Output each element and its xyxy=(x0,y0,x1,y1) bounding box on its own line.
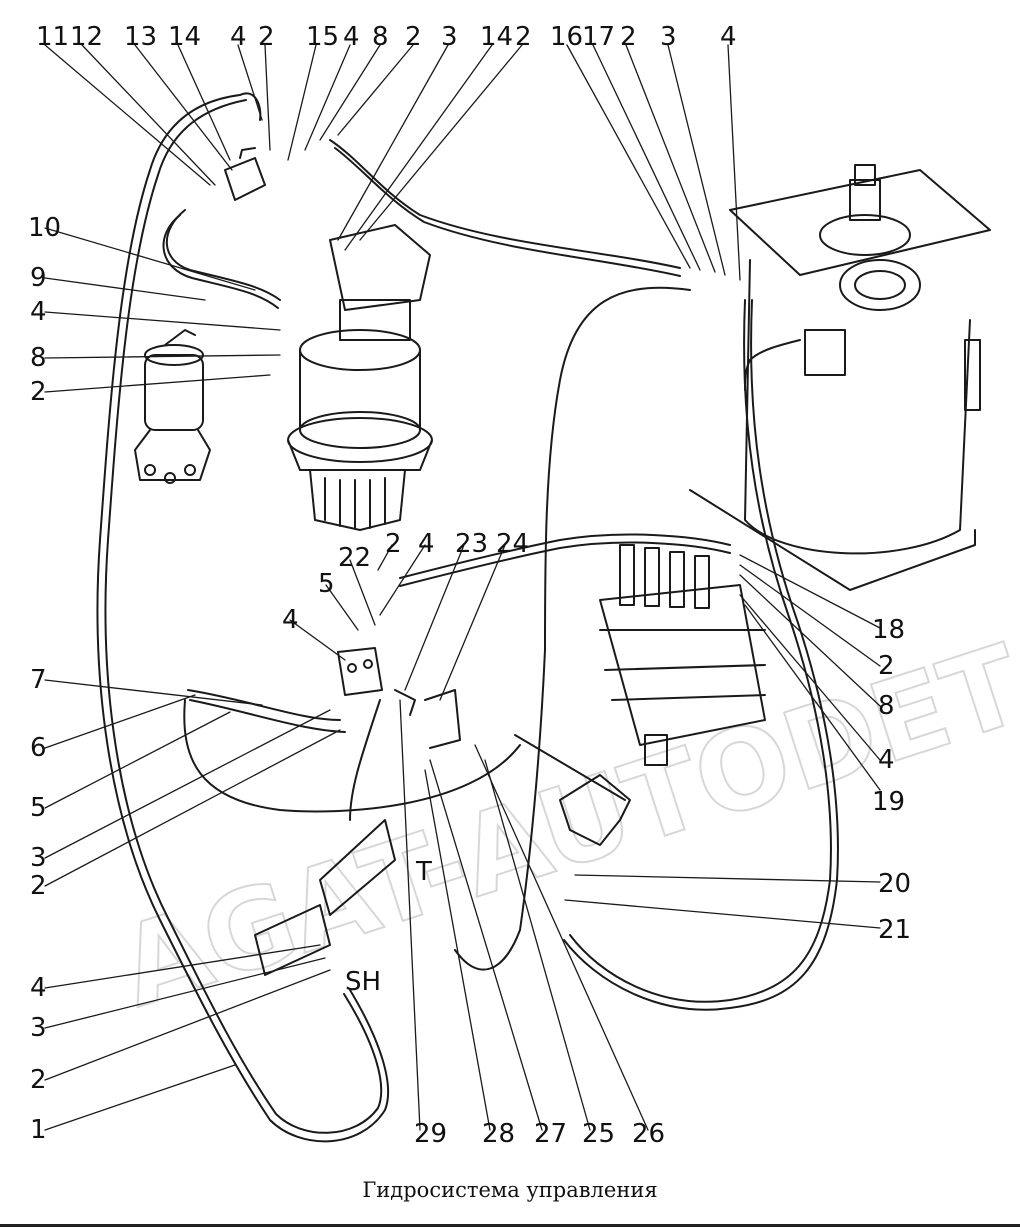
label-24: 24 xyxy=(496,529,529,559)
label-22: 22 xyxy=(338,543,371,573)
label-4: 4 xyxy=(230,22,247,52)
label-15: 15 xyxy=(306,22,339,52)
part-labels-right: 18 2 8 4 19 20 21 xyxy=(872,615,911,945)
label-3: 3 xyxy=(660,22,677,52)
label-19: 19 xyxy=(872,787,905,817)
label-28: 28 xyxy=(482,1119,515,1149)
label-21: 21 xyxy=(878,915,911,945)
label-7: 7 xyxy=(30,665,47,695)
swing-motor xyxy=(287,224,433,531)
label-27: 27 xyxy=(534,1119,567,1149)
label-4: 4 xyxy=(343,22,360,52)
label-2: 2 xyxy=(258,22,275,52)
main-control-valve xyxy=(599,544,766,766)
port-label-t: T xyxy=(415,857,432,887)
label-4: 4 xyxy=(418,529,435,559)
part-labels-top: 11 12 13 14 4 2 15 4 8 2 3 14 2 16 17 2 … xyxy=(36,22,737,52)
label-18: 18 xyxy=(872,615,905,645)
label-29: 29 xyxy=(414,1119,447,1149)
label-2: 2 xyxy=(385,529,402,559)
label-5: 5 xyxy=(30,793,47,823)
top-left-valve xyxy=(224,147,266,201)
hydraulic-tank xyxy=(689,164,991,591)
label-2: 2 xyxy=(30,377,47,407)
label-17: 17 xyxy=(582,22,615,52)
label-1: 1 xyxy=(30,1115,47,1145)
port-labels: T SH xyxy=(345,857,432,997)
hose-lines xyxy=(96,92,839,1143)
label-4: 4 xyxy=(720,22,737,52)
label-16: 16 xyxy=(550,22,583,52)
bottom-rule xyxy=(0,1224,1020,1227)
label-3: 3 xyxy=(30,1013,47,1043)
label-6: 6 xyxy=(30,733,47,763)
part-labels-middle: 5 22 2 4 23 24 4 xyxy=(282,529,529,635)
label-2: 2 xyxy=(30,871,47,901)
label-25: 25 xyxy=(582,1119,615,1149)
label-2: 2 xyxy=(30,1065,47,1095)
label-8: 8 xyxy=(372,22,389,52)
label-8: 8 xyxy=(30,343,47,373)
pilot-valve-blocks xyxy=(254,819,396,976)
part-labels-left: 10 9 4 8 2 7 6 5 3 2 4 3 2 1 xyxy=(28,213,61,1145)
label-4: 4 xyxy=(282,605,299,635)
diagram-caption: Гидросистема управления xyxy=(362,1178,658,1202)
label-4: 4 xyxy=(30,973,47,1003)
label-8: 8 xyxy=(878,691,895,721)
label-9: 9 xyxy=(30,263,47,293)
label-2: 2 xyxy=(515,22,532,52)
label-26: 26 xyxy=(632,1119,665,1149)
label-4: 4 xyxy=(30,297,47,327)
label-4: 4 xyxy=(878,745,895,775)
label-23: 23 xyxy=(455,529,488,559)
label-5: 5 xyxy=(318,569,335,599)
label-13: 13 xyxy=(124,22,157,52)
label-20: 20 xyxy=(878,869,911,899)
solenoid-valve xyxy=(514,734,631,846)
label-12: 12 xyxy=(70,22,103,52)
label-3: 3 xyxy=(30,843,47,873)
label-3: 3 xyxy=(441,22,458,52)
label-14: 14 xyxy=(480,22,513,52)
distribution-block xyxy=(337,647,461,749)
label-14: 14 xyxy=(168,22,201,52)
label-2: 2 xyxy=(878,651,895,681)
leader-lines xyxy=(44,44,881,1131)
label-2: 2 xyxy=(620,22,637,52)
pilot-pump xyxy=(134,329,211,484)
port-label-sh: SH xyxy=(345,967,381,997)
label-11: 11 xyxy=(36,22,69,52)
label-10: 10 xyxy=(28,213,61,243)
part-labels-bottom: 29 28 27 25 26 xyxy=(414,1119,665,1149)
label-2: 2 xyxy=(405,22,422,52)
